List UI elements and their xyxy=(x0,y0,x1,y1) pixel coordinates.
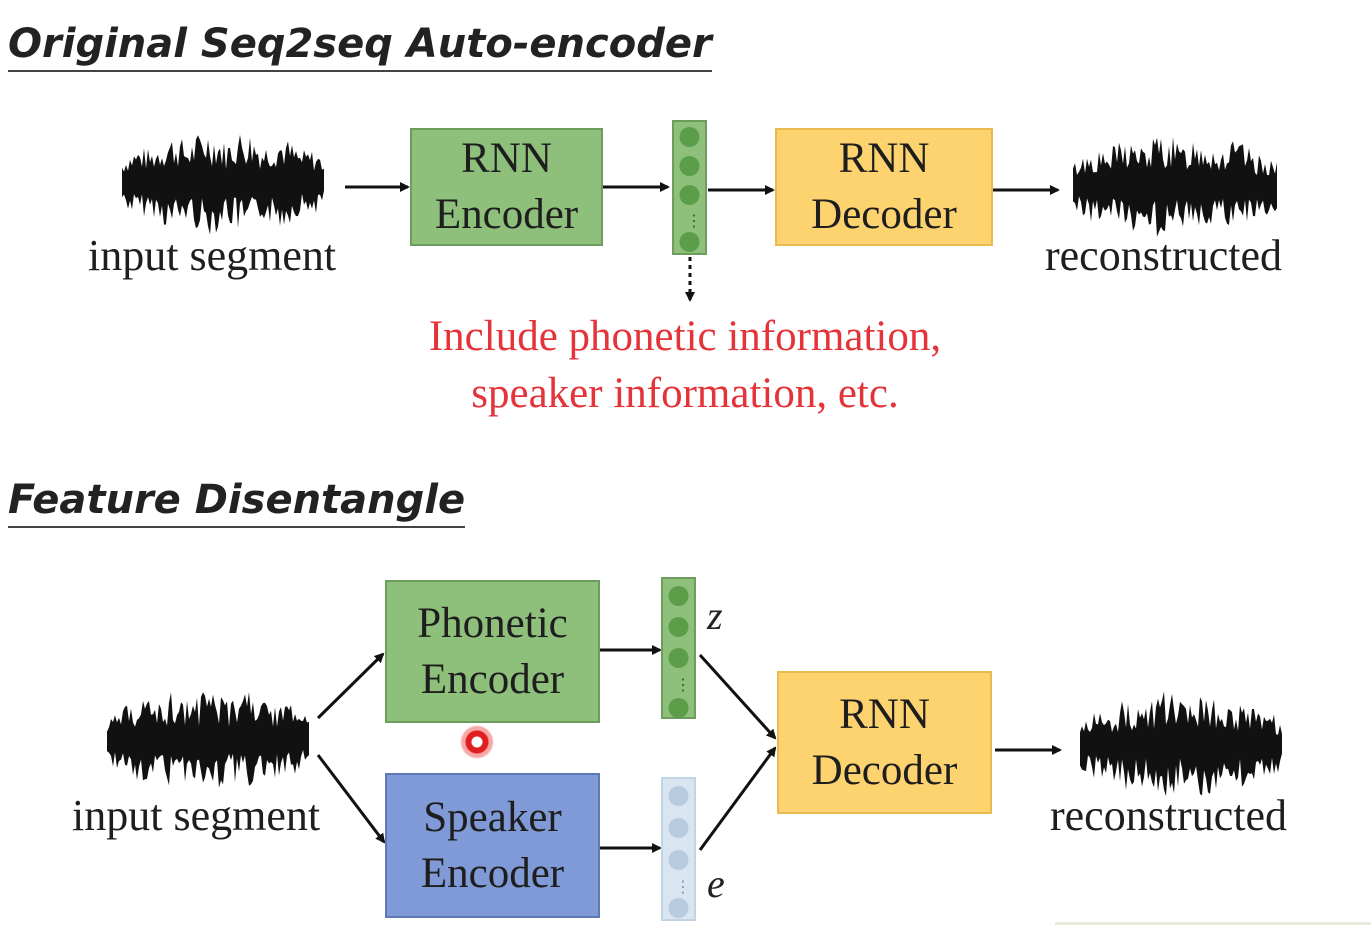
latent-note: Include phonetic information, speaker in… xyxy=(385,308,985,422)
edge-divider xyxy=(1055,922,1371,925)
phonetic-encoder-box: Phonetic Encoder xyxy=(385,580,600,723)
arrow-icon xyxy=(316,652,385,720)
reconstructed-label: reconstructed xyxy=(1045,231,1282,280)
waveform-icon xyxy=(122,134,324,235)
rnn-decoder-box: RNN Decoder xyxy=(775,128,993,246)
svg-text:⋮: ⋮ xyxy=(675,675,691,694)
svg-text:⋮: ⋮ xyxy=(675,877,691,896)
rnn-decoder-box: RNN Decoder xyxy=(777,671,992,814)
latent-vector-icon: ⋮ xyxy=(672,120,707,255)
arrow-icon xyxy=(316,754,386,844)
rnn-encoder-box: RNN Encoder xyxy=(410,128,603,246)
waveform-icon xyxy=(1073,136,1277,237)
reconstructed-label: reconstructed xyxy=(1050,791,1287,840)
latent-note-line: Include phonetic information, xyxy=(428,313,942,360)
section-title-seq2seq: Original Seq2seq Auto-encoder xyxy=(8,20,712,72)
waveform-icon xyxy=(1080,691,1282,797)
latent-vector-icon: ⋮ xyxy=(661,577,696,719)
e-label: e xyxy=(707,861,725,906)
waveform-icon xyxy=(107,691,309,788)
input-segment-label: input segment xyxy=(88,231,337,280)
svg-text:⋮: ⋮ xyxy=(686,211,702,230)
z-label: z xyxy=(707,593,723,638)
input-segment-label: input segment xyxy=(72,791,321,840)
latent-note-line: speaker information, etc. xyxy=(471,370,899,417)
cursor-highlight-icon xyxy=(460,725,494,759)
speaker-encoder-box: Speaker Encoder xyxy=(385,773,600,918)
arrow-icon xyxy=(698,653,777,740)
arrow-icon xyxy=(698,746,777,851)
section-title-disentangle: Feature Disentangle xyxy=(8,476,466,528)
latent-vector-icon: ⋮ xyxy=(661,777,696,921)
